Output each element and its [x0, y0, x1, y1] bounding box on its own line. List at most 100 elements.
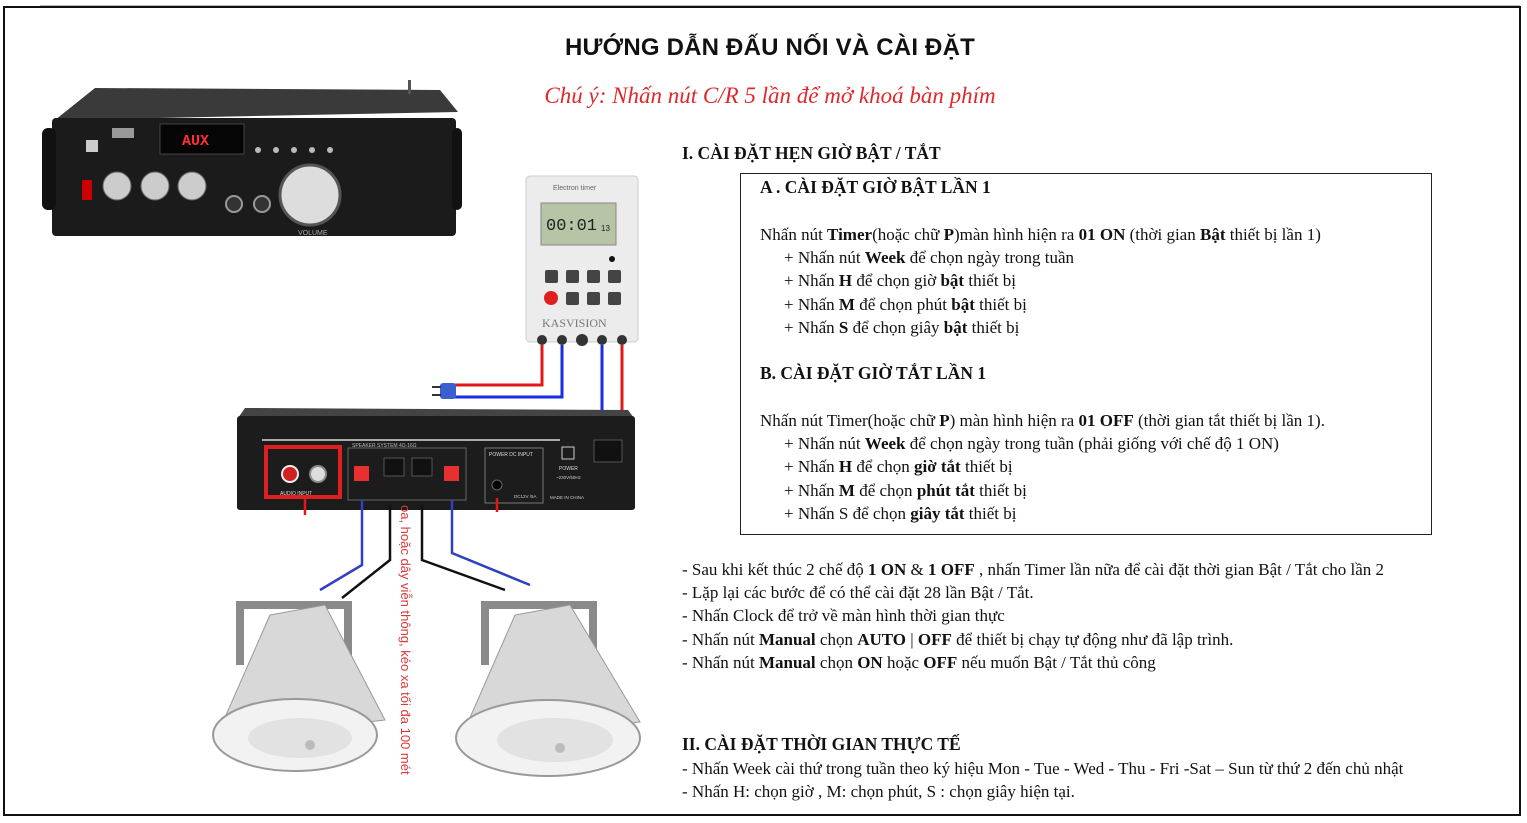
emphasis-text: Week	[864, 434, 906, 454]
instruction-line: - Nhấn nút Manual chọn ON hoặc OFF nếu m…	[682, 651, 1384, 674]
text-segment: hoặc	[882, 652, 924, 672]
instruction-line: - Nhấn nút Manual chọn AUTO | OFF để thi…	[682, 628, 1384, 651]
instruction-line: + Nhấn S để chọn giây tắt thiết bị	[760, 502, 1325, 525]
text-segment: + Nhấn	[784, 294, 839, 314]
instruction-line: - Sau khi kết thúc 2 chế độ 1 ON & 1 OFF…	[682, 558, 1384, 581]
text-segment: chọn	[815, 652, 858, 672]
amplifier-front: AUX VOLUME	[42, 80, 462, 237]
volume-knob	[278, 163, 342, 227]
instruction-line: + Nhấn S để chọn giây bật thiết bị	[760, 316, 1321, 339]
text-segment: thiết bị	[964, 271, 1017, 291]
instruction-line: + Nhấn nút Week để chọn ngày trong tuần …	[760, 432, 1325, 455]
text-segment: |	[906, 629, 918, 649]
emphasis-text: Bật	[1199, 225, 1226, 244]
emphasis-text: P	[943, 225, 954, 244]
bass-knob	[140, 171, 170, 201]
keypad-unlock-note: Chú ý: Nhấn nút C/R 5 lần để mở khoá bàn…	[544, 83, 996, 108]
text-segment: để chọn ngày trong tuần (phải giống với …	[905, 434, 1279, 454]
instruction-line: - Nhấn H: chọn giờ , M: chọn phút, S : c…	[682, 780, 1403, 803]
text-segment: để thiết bị chạy tự động như đã lập trìn…	[951, 629, 1234, 649]
text-segment: thiết bị	[974, 480, 1027, 500]
top-rule	[40, 5, 1520, 6]
emphasis-text: OFF	[917, 629, 952, 649]
power-dc-input-label: POWER DC INPUT	[489, 452, 533, 458]
text-segment: Nhấn nút	[760, 225, 828, 244]
emphasis-text: M	[838, 294, 855, 314]
emphasis-text: bật	[943, 317, 968, 337]
dc-rating-label: DC12V /5A	[514, 494, 537, 499]
emphasis-text: 01 ON	[1078, 225, 1126, 244]
treble-knob	[102, 171, 132, 201]
text-segment: + Nhấn	[784, 271, 839, 291]
emphasis-text: P	[939, 411, 950, 430]
text-segment: nếu muốn Bật / Tắt thủ công	[957, 652, 1156, 672]
section2-heading: II. CÀI ĐẶT THỜI GIAN THỰC TẾ	[682, 734, 961, 754]
emphasis-text: Manual	[758, 652, 816, 672]
text-segment: để chọn giây	[848, 317, 944, 337]
general-notes: - Sau khi kết thúc 2 chế độ 1 ON & 1 OFF…	[682, 558, 1384, 674]
emphasis-text: phút tắt	[916, 480, 975, 500]
emphasis-text: giờ tắt	[914, 457, 961, 477]
text-segment: để chọn	[854, 480, 917, 500]
voltage-label: ~230V/50Hz	[556, 475, 582, 480]
instruction-line: + Nhấn nút Week để chọn ngày trong tuần	[760, 246, 1321, 269]
instruction-line: + Nhấn H để chọn giờ tắt thiết bị	[760, 455, 1325, 478]
manual-button	[544, 291, 558, 305]
instruction-line: - Nhấn Week cài thứ trong tuần theo ký h…	[682, 757, 1403, 780]
part-a-heading: A . CÀI ĐẶT GIỜ BẬT LẦN 1	[760, 177, 991, 197]
text-segment: , nhấn Timer lần nữa để cài đặt thời gia…	[974, 560, 1385, 579]
amp-display-text: AUX	[182, 133, 209, 150]
instruction-line: + Nhấn M để chọn phút tắt thiết bị	[760, 479, 1325, 502]
emphasis-text: S	[838, 317, 849, 337]
part-b-steps: Nhấn nút Timer(hoặc chữ P) màn hình hiện…	[760, 409, 1325, 525]
text-segment: - Lặp lại các bước để có thể cài đặt 28 …	[682, 583, 1034, 603]
amplifier-back: AUDIO INPUT SPEAKER SYSTEM 4Ω-16Ω POWER …	[237, 408, 635, 510]
speaker-system-label: SPEAKER SYSTEM 4Ω-16Ω	[352, 443, 417, 449]
emphasis-text: M	[838, 480, 855, 500]
text-segment: thiết bị	[964, 503, 1017, 523]
text-segment: )màn hình hiện ra	[953, 225, 1079, 244]
emphasis-text: bật	[940, 271, 965, 291]
text-segment: thiết bị lần 1)	[1225, 225, 1321, 244]
text-segment: (hoặc chữ	[872, 225, 944, 244]
instruction-line: + Nhấn H để chọn giờ bật thiết bị	[760, 269, 1321, 292]
text-segment: thiết bị	[974, 294, 1027, 314]
text-segment: + Nhấn	[784, 480, 839, 500]
emphasis-text: Timer	[827, 225, 873, 244]
instruction-line: - Lặp lại các bước để có thể cài đặt 28 …	[682, 581, 1384, 604]
electronic-timer: Electron timer 00:01 13 KASVISION	[525, 175, 639, 346]
text-segment: - Nhấn H: chọn giờ , M: chọn phút, S : c…	[682, 782, 1075, 802]
instruction-line: Nhấn nút Timer(hoặc chữ P) màn hình hiện…	[760, 409, 1325, 432]
horn-speaker-right	[455, 601, 641, 777]
text-segment: thiết bị	[967, 317, 1020, 337]
emphasis-text: bật	[951, 294, 975, 314]
text-segment: - Nhấn Clock để trở về màn hình thời gia…	[682, 606, 1005, 626]
text-segment: Nhấn nút Timer(hoặc chữ	[760, 411, 940, 430]
text-segment: để chọn ngày trong tuần	[905, 248, 1075, 268]
text-segment: + Nhấn nút	[784, 434, 865, 454]
audio-input-highlight	[264, 445, 342, 499]
emphasis-text: OFF	[923, 652, 958, 672]
emphasis-text: ON	[857, 652, 883, 672]
text-segment: + Nhấn	[784, 317, 839, 337]
emphasis-text: Manual	[758, 629, 816, 649]
text-segment: (thời gian	[1125, 225, 1200, 244]
text-segment: + Nhấn nút	[784, 248, 865, 268]
emphasis-text: H	[838, 271, 853, 291]
timer-time: 00:01	[546, 217, 597, 236]
emphasis-text: 1 OFF	[928, 560, 975, 579]
text-segment: - Nhấn nút	[682, 629, 759, 649]
mic-vol-knob	[177, 171, 207, 201]
timer-instructions-box	[740, 173, 1432, 535]
text-segment: - Nhấn nút	[682, 652, 759, 672]
text-segment: + Nhấn	[784, 457, 839, 477]
text-segment: ) màn hình hiện ra	[949, 411, 1079, 430]
emphasis-text: giây tắt	[910, 503, 965, 523]
timer-label: Electron timer	[553, 185, 597, 192]
text-segment: thiết bị	[960, 457, 1013, 477]
text-segment: - Nhấn Week cài thứ trong tuần theo ký h…	[682, 759, 1404, 778]
text-segment: (thời gian tắt thiết bị lần 1).	[1133, 411, 1325, 430]
page-frame	[3, 6, 1521, 816]
text-segment: - Sau khi kết thúc 2 chế độ	[682, 560, 869, 579]
text-segment: để chọn giờ	[852, 271, 941, 291]
